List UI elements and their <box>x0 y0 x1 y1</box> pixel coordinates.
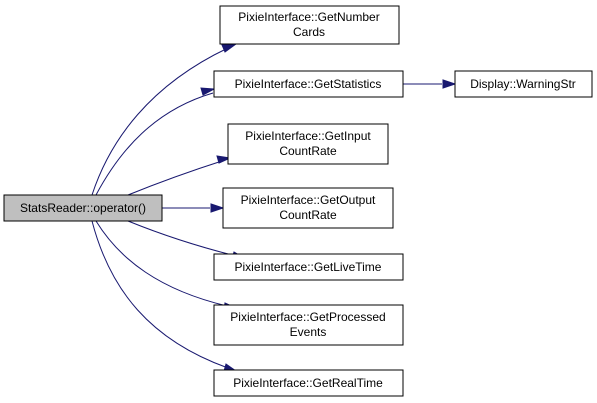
node-warningstr-label: Display::WarningStr <box>470 77 576 91</box>
node-getnumbercards-label-line1: PixieInterface::GetNumber <box>238 10 379 24</box>
edges <box>91 43 457 372</box>
arrowhead-getoutputcountrate <box>210 203 225 213</box>
node-getstatistics-label: PixieInterface::GetStatistics <box>235 77 382 91</box>
edge-root-getprocessedevents <box>95 220 228 307</box>
node-getprocessedevents-label-line1: PixieInterface::GetProcessed <box>230 310 385 324</box>
node-root-label: StatsReader::operator() <box>20 201 146 215</box>
arrowhead-getnumbercards <box>221 43 238 53</box>
arrowhead-warningstr <box>442 79 457 89</box>
node-root[interactable]: StatsReader::operator() <box>3 194 163 222</box>
node-getlivetime-label: PixieInterface::GetLiveTime <box>235 260 382 274</box>
node-getnumbercards-label-line2: Cards <box>293 25 325 39</box>
node-getinputcountrate-label-line2: CountRate <box>279 144 337 158</box>
arrowhead-getinputcountrate <box>216 155 232 164</box>
node-getlivetime[interactable]: PixieInterface::GetLiveTime <box>213 253 404 281</box>
arrowhead-getstatistics <box>200 87 216 96</box>
edge-root-getstatistics <box>95 92 214 196</box>
node-getoutputcountrate[interactable]: PixieInterface::GetOutput CountRate <box>222 187 394 229</box>
node-getinputcountrate-label-line1: PixieInterface::GetInput <box>245 129 371 143</box>
edge-root-getinputcountrate <box>127 159 226 196</box>
edge-root-getlivetime <box>127 220 237 257</box>
node-getstatistics[interactable]: PixieInterface::GetStatistics <box>213 70 404 98</box>
node-getprocessedevents[interactable]: PixieInterface::GetProcessed Events <box>213 304 404 346</box>
node-getoutputcountrate-label-line2: CountRate <box>279 208 337 222</box>
edge-root-getrealtime <box>91 220 229 369</box>
node-getrealtime[interactable]: PixieInterface::GetRealTime <box>213 369 404 397</box>
node-getinputcountrate[interactable]: PixieInterface::GetInput CountRate <box>227 123 389 165</box>
node-getoutputcountrate-label-line1: PixieInterface::GetOutput <box>241 193 376 207</box>
node-getnumbercards[interactable]: PixieInterface::GetNumber Cards <box>219 5 400 45</box>
node-getrealtime-label: PixieInterface::GetRealTime <box>233 376 383 390</box>
edge-root-getnumbercards <box>91 47 229 196</box>
node-warningstr[interactable]: Display::WarningStr <box>454 70 593 98</box>
node-getprocessedevents-label-line2: Events <box>290 325 327 339</box>
